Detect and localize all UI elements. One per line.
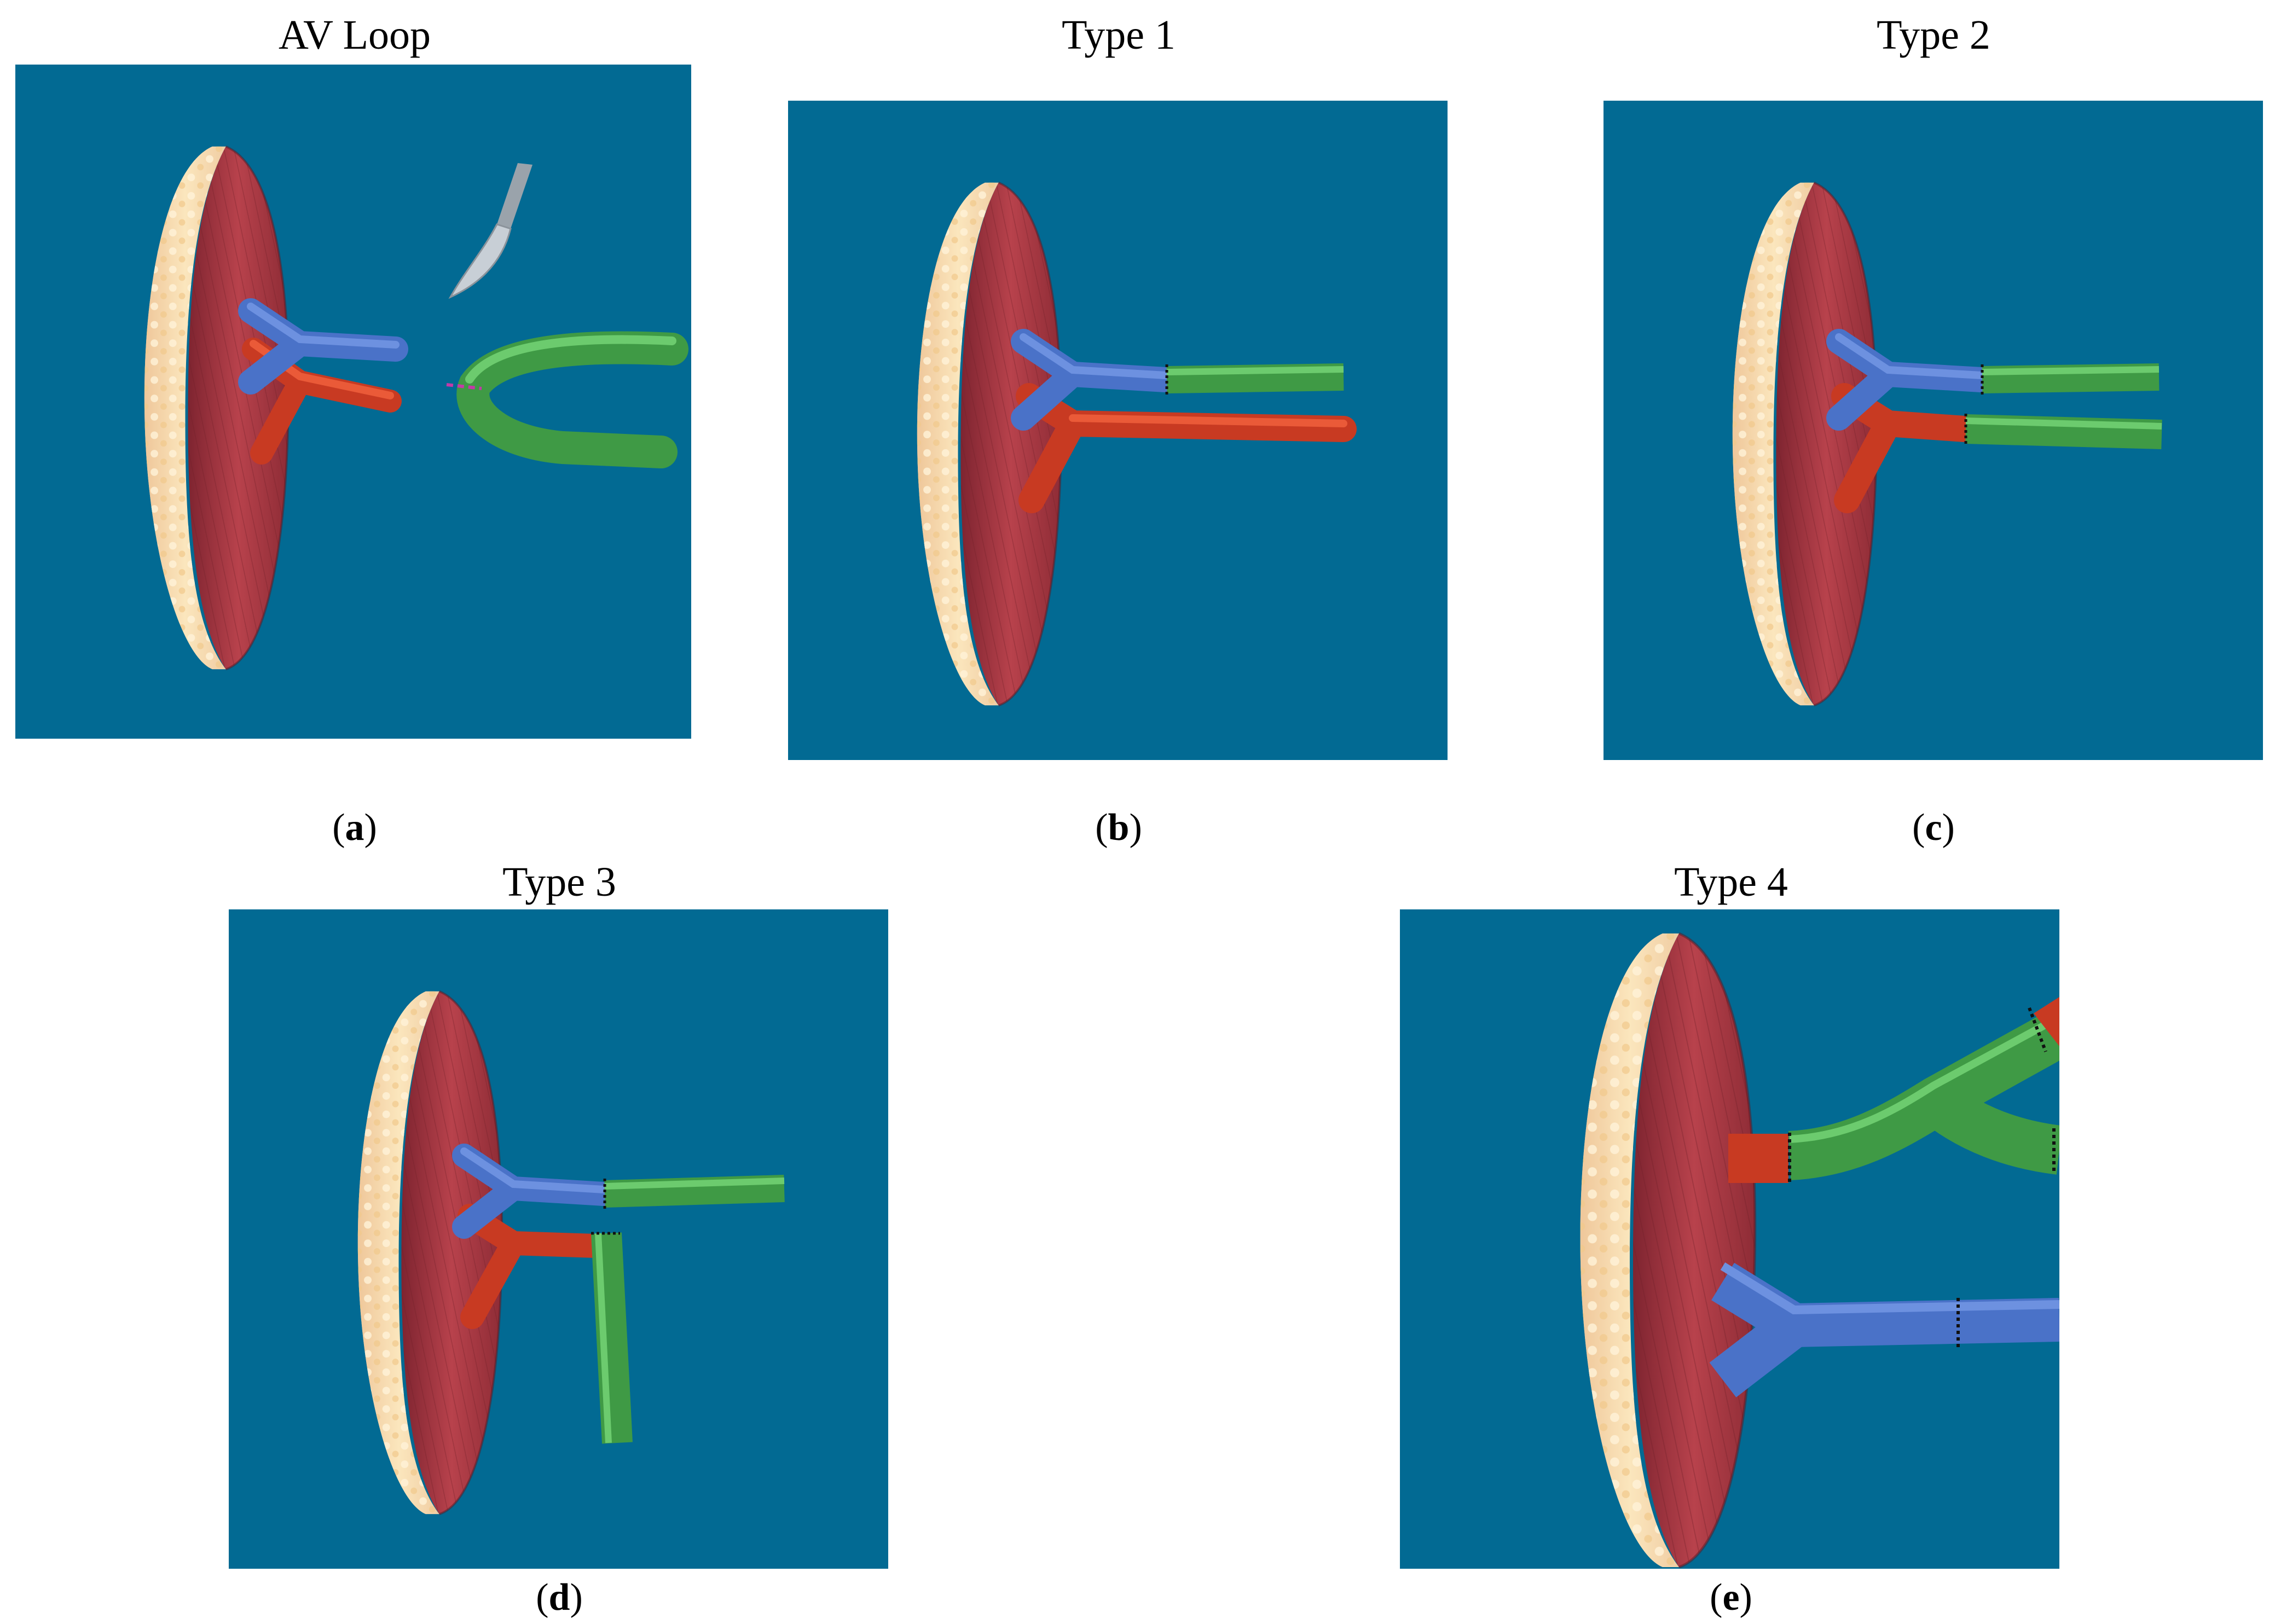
- panel-c-diagram: [1604, 101, 2263, 760]
- vein-graft: [1166, 363, 1344, 393]
- panel-e-diagram: [1400, 909, 2059, 1569]
- tissue-flap: [916, 181, 1063, 707]
- vertical-graft: [591, 1232, 633, 1444]
- panel-a-diagram: [15, 65, 691, 739]
- panel-a-title: AV Loop: [278, 12, 431, 58]
- panel-b-caption: (b): [1095, 807, 1142, 849]
- panel-e-svg: [1400, 909, 2059, 1569]
- panel-d-svg: [356, 990, 785, 1516]
- panel-c-title: Type 2: [1877, 12, 1990, 58]
- panel-d-caption: (d): [536, 1576, 583, 1619]
- panel-b-svg: [916, 181, 1357, 707]
- tissue-flap: [1581, 933, 1755, 1567]
- panel-e-title: Type 4: [1674, 859, 1788, 905]
- vein-graft: [1982, 363, 2160, 393]
- panel-c-svg: [1731, 181, 2162, 707]
- artery: [1016, 383, 1357, 513]
- tissue-flap: [356, 990, 503, 1516]
- vein-graft: [604, 1175, 785, 1208]
- panel-a-svg: [143, 145, 688, 671]
- scalpel-icon: [448, 163, 532, 299]
- tissue-flap: [143, 145, 290, 671]
- artery: [458, 1204, 607, 1329]
- panel-b-diagram: [788, 101, 1448, 760]
- panel-e-caption: (e): [1710, 1576, 1752, 1619]
- y-graft: [1788, 1011, 2059, 1180]
- vein-graft-loop: [456, 331, 688, 468]
- vein: [1709, 1262, 2059, 1397]
- panel-a-caption: (a): [332, 807, 377, 849]
- panel-d-diagram: [229, 909, 888, 1569]
- panel-d-title: Type 3: [502, 859, 616, 905]
- tissue-flap: [1731, 181, 1878, 707]
- artery-graft: [1965, 414, 2162, 449]
- panel-b-title: Type 1: [1062, 12, 1176, 58]
- panel-c-caption: (c): [1912, 807, 1955, 849]
